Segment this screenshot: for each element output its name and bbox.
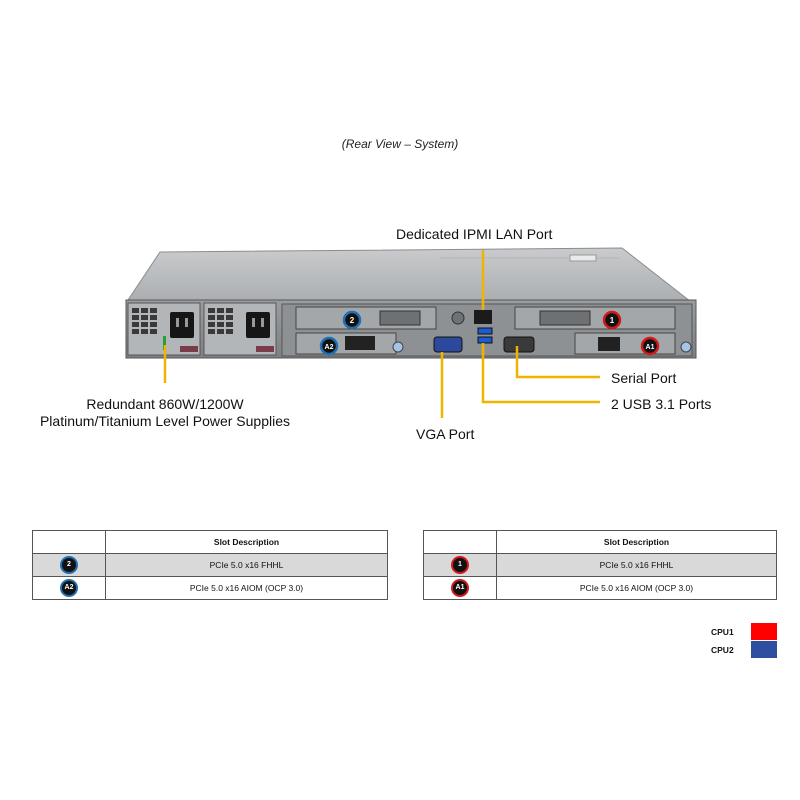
- ipmi-lan-port: [474, 310, 492, 324]
- slot-description: PCIe 5.0 x16 FHHL: [496, 553, 777, 577]
- legend-cpu1-swatch: [751, 623, 777, 640]
- svg-text:1: 1: [610, 316, 615, 325]
- usb-port-1: [477, 327, 493, 335]
- usb-ports-label: 2 USB 3.1 Ports: [611, 396, 712, 412]
- svg-text:A2: A2: [325, 344, 334, 351]
- legend-cpu1-label: CPU1: [711, 627, 734, 637]
- psu-2: [203, 302, 277, 356]
- badge-slot-a2: A2: [319, 336, 339, 356]
- slot-badge: 2: [62, 558, 76, 572]
- svg-text:2: 2: [350, 316, 355, 325]
- table-row: 2 PCIe 5.0 x16 FHHL: [32, 553, 388, 577]
- badge-slot-a1: A1: [640, 336, 660, 356]
- psu-label-line2: Platinum/Titanium Level Power Supplies: [39, 413, 291, 429]
- slot-badge: 1: [453, 558, 467, 572]
- usb-port-2: [477, 336, 493, 344]
- slot-badge: A2: [62, 581, 76, 595]
- table-row: A1 PCIe 5.0 x16 AIOM (OCP 3.0): [423, 576, 777, 600]
- rear-view-caption: (Rear View – System): [341, 137, 459, 151]
- slot-description: PCIe 5.0 x16 AIOM (OCP 3.0): [105, 576, 388, 600]
- slot-a1-bracket: [574, 332, 676, 355]
- vga-port: [433, 336, 463, 353]
- legend-cpu2-swatch: [751, 641, 777, 658]
- badge-slot-1: 1: [602, 310, 622, 330]
- vga-port-label: VGA Port: [416, 426, 475, 442]
- table-row: 1 PCIe 5.0 x16 FHHL: [423, 553, 777, 577]
- table-header-blank: [32, 530, 106, 554]
- table-header-slot-description: Slot Description: [496, 530, 777, 554]
- badge-slot-2: 2: [342, 310, 362, 330]
- slot-table-cpu2: Slot Description 2 PCIe 5.0 x16 FHHL A2 …: [32, 530, 388, 600]
- slot-badge: A1: [453, 581, 467, 595]
- serial-port: [503, 336, 535, 353]
- psu-label-line1: Redundant 860W/1200W: [86, 396, 244, 412]
- legend-cpu2-label: CPU2: [711, 645, 734, 655]
- table-row: A2 PCIe 5.0 x16 AIOM (OCP 3.0): [32, 576, 388, 600]
- serial-port-label: Serial Port: [611, 370, 677, 386]
- svg-text:A1: A1: [646, 344, 655, 351]
- callout-lines: [163, 250, 600, 418]
- chassis-top: [127, 247, 697, 306]
- slot-table-cpu1: Slot Description 1 PCIe 5.0 x16 FHHL A1 …: [423, 530, 777, 600]
- table-header-blank: [423, 530, 497, 554]
- slot-description: PCIe 5.0 x16 FHHL: [105, 553, 388, 577]
- slot-description: PCIe 5.0 x16 AIOM (OCP 3.0): [496, 576, 777, 600]
- table-header-slot-description: Slot Description: [105, 530, 388, 554]
- ipmi-lan-label: Dedicated IPMI LAN Port: [396, 226, 553, 242]
- slot-1-bracket: [514, 306, 676, 330]
